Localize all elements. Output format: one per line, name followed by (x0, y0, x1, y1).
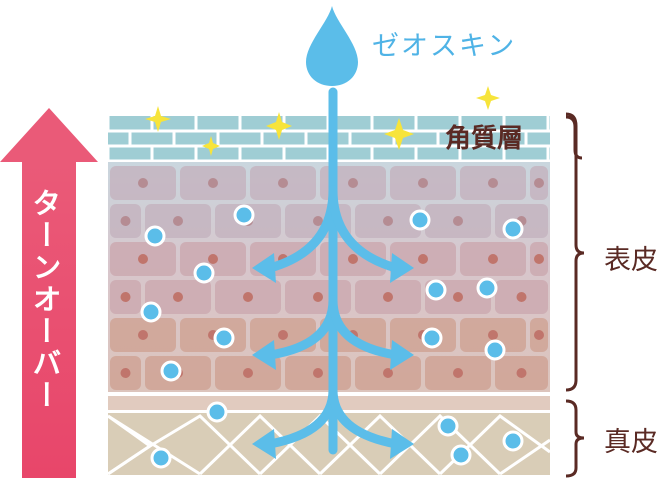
label-stratum-corneum: 角質層 (445, 124, 524, 154)
cell-nucleus (348, 178, 358, 188)
ingredient-dot (193, 262, 215, 284)
ingredient-dot (213, 327, 235, 349)
ingredient-dot (160, 360, 182, 382)
ingredient-dot (409, 209, 431, 231)
cell-nucleus (120, 216, 131, 226)
cell-nucleus (208, 178, 218, 188)
cell-nucleus (488, 330, 498, 340)
ingredient-dot (144, 225, 166, 247)
cell-nucleus (488, 254, 498, 264)
cell-nucleus (516, 368, 527, 378)
cell-nucleus (418, 178, 428, 188)
cell-nucleus (138, 330, 148, 340)
distribution-arrows (265, 87, 401, 455)
ingredient-dot (437, 415, 459, 437)
cell-nucleus (313, 292, 323, 302)
label-epidermis: 表皮 (604, 245, 658, 276)
up-arrow-icon (0, 108, 98, 478)
ingredient-dot (233, 204, 255, 226)
product-label: ゼオスキン (372, 31, 517, 62)
cell-nucleus (453, 292, 463, 302)
ingredient-dot (476, 277, 498, 299)
cell-nucleus (278, 178, 288, 188)
cell-nucleus (516, 292, 527, 302)
cell-nucleus (383, 216, 393, 226)
cell-nucleus (534, 178, 544, 188)
ingredient-dot (502, 218, 524, 240)
water-drop-icon (306, 6, 358, 86)
cell-nucleus (173, 292, 183, 302)
cell-nucleus (208, 254, 218, 264)
ingredient-dot (484, 339, 506, 361)
ingredient-dot (502, 430, 524, 452)
cell-nucleus (383, 292, 393, 302)
ingredient-dots (140, 204, 524, 469)
cell-nucleus (138, 178, 148, 188)
cell-nucleus (278, 330, 288, 340)
ingredient-dot (150, 447, 172, 469)
cell-nucleus (120, 368, 131, 378)
cell-nucleus (383, 368, 393, 378)
ingredient-dot (206, 401, 228, 423)
cell-nucleus (348, 254, 358, 264)
bracket-dermis (565, 399, 585, 478)
bracket-epidermis (565, 112, 585, 392)
cell-nucleus (313, 368, 323, 378)
ingredient-dot (421, 327, 443, 349)
cell-nucleus (534, 254, 544, 264)
ingredient-dot (140, 301, 162, 323)
ingredient-dot (425, 279, 447, 301)
bracket-stratum (565, 115, 583, 160)
ingredient-dot (450, 444, 472, 466)
cell-nucleus (243, 368, 253, 378)
arrow-heads (252, 253, 414, 459)
cell-nucleus (534, 330, 544, 340)
cell-nucleus (453, 368, 463, 378)
sparkle-icon (145, 86, 500, 156)
cell-nucleus (488, 178, 498, 188)
cell-nucleus (138, 254, 148, 264)
turnover-label: ターンオーバー (28, 188, 62, 412)
cell-nucleus (173, 216, 183, 226)
cell-nucleus (243, 292, 253, 302)
cell-nucleus (418, 254, 428, 264)
label-dermis: 真皮 (604, 427, 658, 458)
cell-nucleus (313, 216, 323, 226)
cell-nucleus (453, 216, 463, 226)
cell-nucleus (120, 292, 131, 302)
